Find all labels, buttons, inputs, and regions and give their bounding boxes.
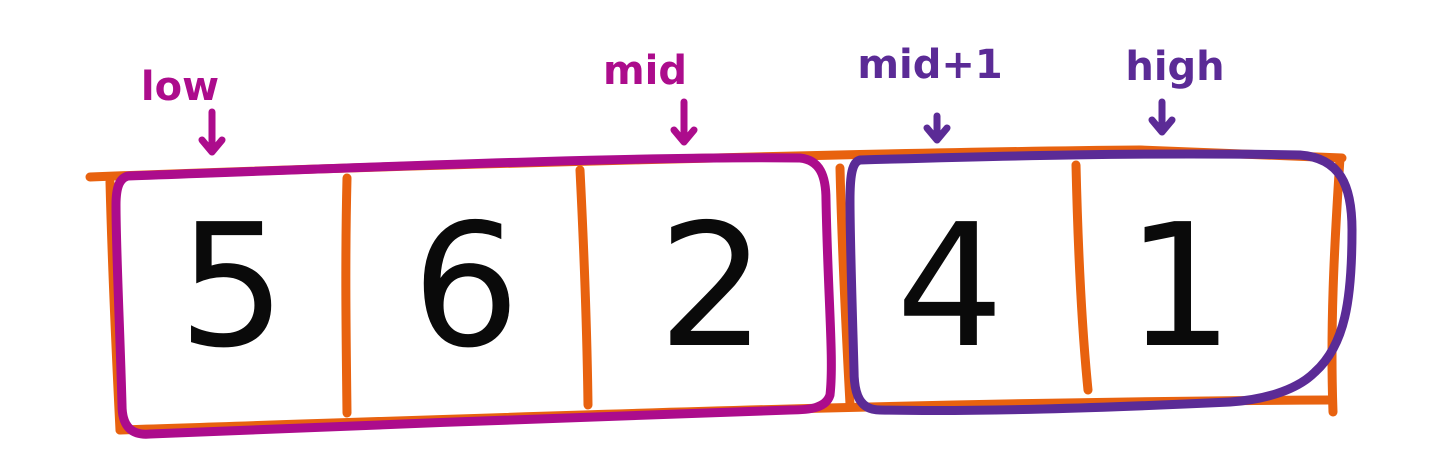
right-half-box xyxy=(845,149,1357,416)
pointer-label-high: high xyxy=(1125,44,1224,90)
cell-value: 4 xyxy=(896,188,1004,386)
cell-divider-4 xyxy=(1071,160,1093,395)
cell-value: 2 xyxy=(658,188,766,386)
left-half-box xyxy=(111,153,836,439)
array-right-edge xyxy=(1327,153,1345,417)
pointers: low mid mid+1 high xyxy=(141,42,1225,156)
pointer-label-mid: mid xyxy=(603,48,687,94)
pointer-arrow-mid xyxy=(670,98,698,146)
pointer-arrow-mid-1 xyxy=(923,112,951,144)
pointer-label-mid-1: mid+1 xyxy=(857,42,1002,88)
pointer-label-low: low xyxy=(141,64,219,110)
cell-value: 6 xyxy=(412,188,520,386)
pointer-arrow-high xyxy=(1148,98,1176,136)
cell-divider-3 xyxy=(835,163,855,409)
cell-divider-2 xyxy=(575,165,593,410)
cell-divider-1 xyxy=(341,173,352,418)
cell-value: 5 xyxy=(178,188,286,386)
pointer-arrow-low xyxy=(198,108,226,156)
cell-value: 1 xyxy=(1126,188,1234,386)
